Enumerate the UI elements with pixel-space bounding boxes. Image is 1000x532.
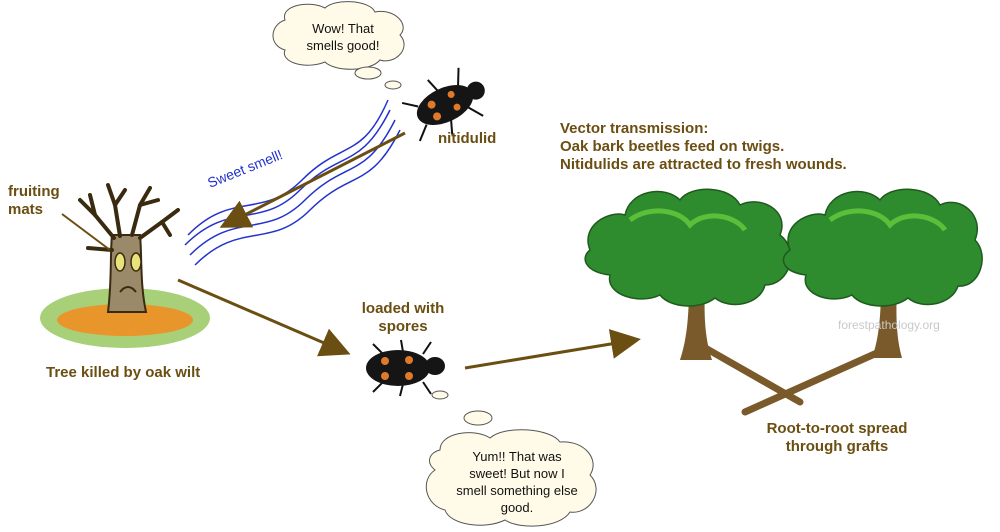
fruiting-mats-label: fruiting mats	[8, 183, 60, 219]
fruiting-mats-line-1: fruiting	[8, 183, 60, 200]
arrow-nitidulid-to-tree	[219, 131, 406, 228]
loaded-line-2: spores	[378, 318, 428, 335]
vector-transmission-label: Vector transmission: Oak bark beetles fe…	[560, 120, 847, 174]
fruiting-mats-line-2: mats	[8, 201, 44, 218]
nitidulid-beetle-top	[401, 67, 485, 142]
root-grafts	[696, 341, 892, 416]
vector-line-1: Vector transmission:	[560, 120, 709, 137]
root-spread-line-1: Root-to-root spread	[766, 420, 908, 437]
healthy-oak-tree-left	[584, 188, 792, 360]
arrow-beetle-to-trees	[464, 329, 641, 370]
nitidulid-label: nitidulid	[438, 130, 497, 147]
loaded-line-1: loaded with	[361, 300, 445, 317]
bubble-bottom-line-1: Yum!! That was	[472, 449, 562, 464]
thought-bubble-bottom	[425, 390, 597, 527]
root-spread-line-2: through grafts	[785, 438, 889, 455]
bubble-top-line-2: smells good!	[306, 38, 380, 53]
tree-eye-left	[114, 252, 126, 272]
leaf-litter	[57, 304, 193, 336]
watermark: forestpathology.org	[838, 318, 940, 332]
arrow-tree-to-beetle	[177, 278, 351, 357]
bubble-bottom-line-3: smell something else	[456, 483, 578, 498]
bubble-bottom-line-2: sweet! But now I	[469, 466, 565, 481]
thought-bubble-bottom-text: Yum!! That was sweet! But now I smell so…	[448, 448, 586, 516]
nitidulid-beetle-loaded	[366, 339, 445, 397]
fruiting-mats-pointer	[61, 213, 111, 251]
thought-bubble-top	[272, 1, 405, 90]
dead-tree-illustration	[40, 183, 210, 348]
tree-killed-label: Tree killed by oak wilt	[46, 364, 201, 381]
thought-bubble-top-text: Wow! That smells good!	[298, 20, 388, 54]
healthy-oak-tree-right	[782, 188, 983, 358]
dead-branches	[78, 183, 180, 252]
loaded-with-spores-label: loaded with spores	[358, 300, 448, 336]
vector-line-3: Nitidulids are attracted to fresh wounds…	[560, 156, 847, 173]
sweet-smell-label: Sweet smell!	[205, 146, 285, 191]
bubble-top-line-1: Wow! That	[312, 21, 374, 36]
tree-eye-right	[130, 252, 142, 272]
root-spread-label: Root-to-root spread through grafts	[752, 420, 922, 456]
bubble-bottom-line-4: good.	[500, 500, 534, 515]
vector-line-2: Oak bark beetles feed on twigs.	[560, 138, 785, 155]
tree-mouth	[119, 286, 137, 293]
